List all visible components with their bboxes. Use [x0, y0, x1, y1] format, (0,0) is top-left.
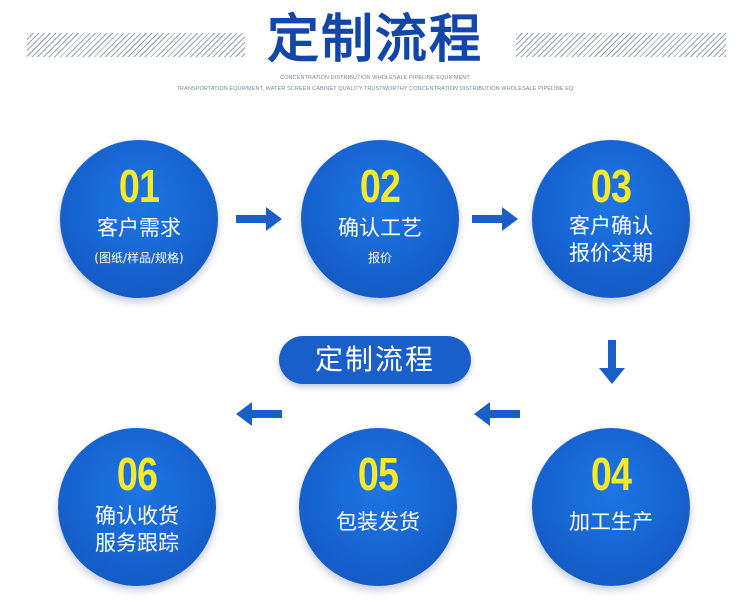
step-label-2: 报价交期	[569, 241, 653, 265]
step-label: 确认工艺	[338, 216, 422, 240]
step-label: 客户需求	[97, 216, 181, 240]
step-number: 03	[590, 160, 632, 212]
step-number: 01	[118, 160, 160, 212]
step-number: 02	[359, 160, 401, 212]
arrow-down-icon	[599, 340, 625, 384]
header-subtitle-2: TRANSPORTATION EQUIPMENT, WATER SCREEN C…	[176, 86, 574, 92]
step-02: 02 确认工艺 报价	[301, 140, 459, 298]
page-title: 定制流程	[266, 10, 483, 70]
step-05: 05 包装发货	[299, 428, 457, 586]
step-number: 05	[357, 448, 399, 500]
step-04: 04 加工生产	[532, 428, 690, 586]
header-hatch-left	[27, 33, 245, 57]
step-06: 06 确认收货 服务跟踪	[58, 428, 216, 586]
step-03: 03 客户确认 报价交期	[532, 140, 690, 298]
arrow-right-icon	[236, 207, 282, 231]
header-hatch-right	[516, 33, 726, 57]
arrow-left-icon	[474, 402, 520, 426]
step-label: 客户确认	[569, 214, 653, 238]
step-number: 04	[590, 448, 632, 500]
step-label-2: 服务跟踪	[95, 531, 179, 555]
step-label: 加工生产	[569, 510, 653, 534]
step-sublabel: (图纸/样品/规格)	[94, 251, 184, 265]
arrow-right-icon	[472, 207, 518, 231]
arrow-left-icon	[236, 402, 282, 426]
step-number: 06	[116, 448, 158, 500]
process-title-pill: 定制流程	[279, 336, 471, 384]
header-subtitle-1: CONCENTRATION DISTRIBUTION WHOLESALE PIP…	[280, 75, 470, 81]
step-label: 确认收货	[95, 504, 179, 528]
step-01: 01 客户需求 (图纸/样品/规格)	[60, 140, 218, 298]
step-label: 包装发货	[336, 510, 420, 534]
step-sublabel: 报价	[367, 251, 392, 265]
